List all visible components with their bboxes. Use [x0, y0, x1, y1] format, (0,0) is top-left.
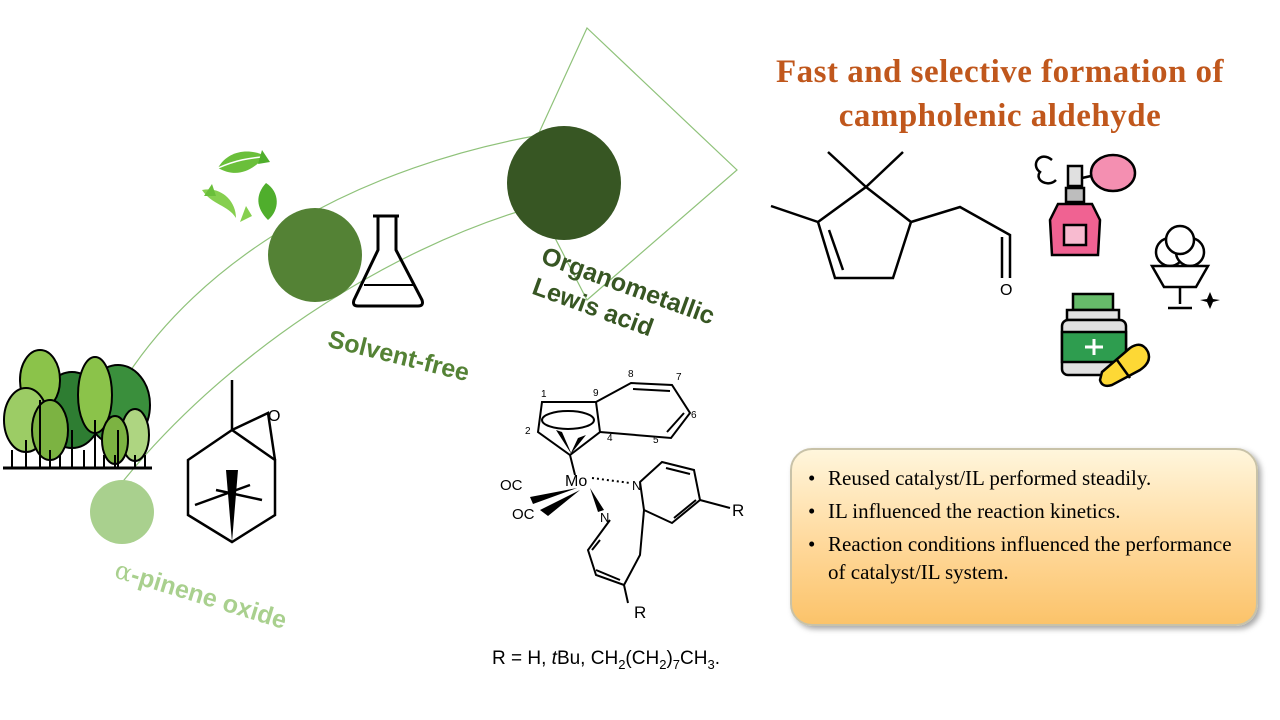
atom-number-9: 9 [593, 388, 599, 399]
nitrogen-2: N [600, 510, 609, 525]
stage-circle-pinene [90, 480, 154, 544]
atom-number-1: 1 [541, 389, 547, 400]
stage-circle-organo [507, 126, 621, 240]
nitrogen-1: N [632, 478, 641, 493]
r-group-formula: R = H, tBu, CH2(CH2)7CH3. [492, 648, 720, 672]
co-ligand-1: OC [500, 477, 523, 494]
atom-number-4: 4 [607, 433, 613, 444]
atom-number-8: 8 [628, 369, 634, 380]
conclusion-item: IL influenced the reaction kinetics. [804, 497, 1246, 525]
atom-number-2: 2 [525, 426, 531, 437]
epoxide-oxygen: O [268, 408, 280, 425]
co-ligand-2: OC [512, 506, 535, 523]
atom-number-5: 5 [653, 435, 659, 446]
mo-metal-label: Mo [565, 473, 587, 490]
conclusion-item: Reused catalyst/IL performed steadily. [804, 464, 1246, 492]
main-title: Fast and selective formation of camphole… [730, 50, 1270, 138]
conclusion-item: Reaction conditions influenced the perfo… [804, 530, 1246, 586]
arc-lower [119, 204, 541, 486]
r-group-1: R [732, 501, 744, 520]
title-line-1: Fast and selective formation of [775, 54, 1225, 90]
title-line-2: campholenic aldehyde [838, 98, 1162, 134]
r-group-2: R [634, 603, 646, 622]
atom-number-6: 6 [691, 410, 697, 421]
atom-number-7: 7 [676, 372, 682, 383]
stage-circle-solvent [268, 208, 362, 302]
conclusions-box: Reused catalyst/IL performed steadily. I… [790, 448, 1258, 626]
aldehyde-oxygen: O [1000, 282, 1012, 299]
conclusions-list: Reused catalyst/IL performed steadily. I… [804, 464, 1246, 586]
arrow-head [537, 26, 738, 301]
